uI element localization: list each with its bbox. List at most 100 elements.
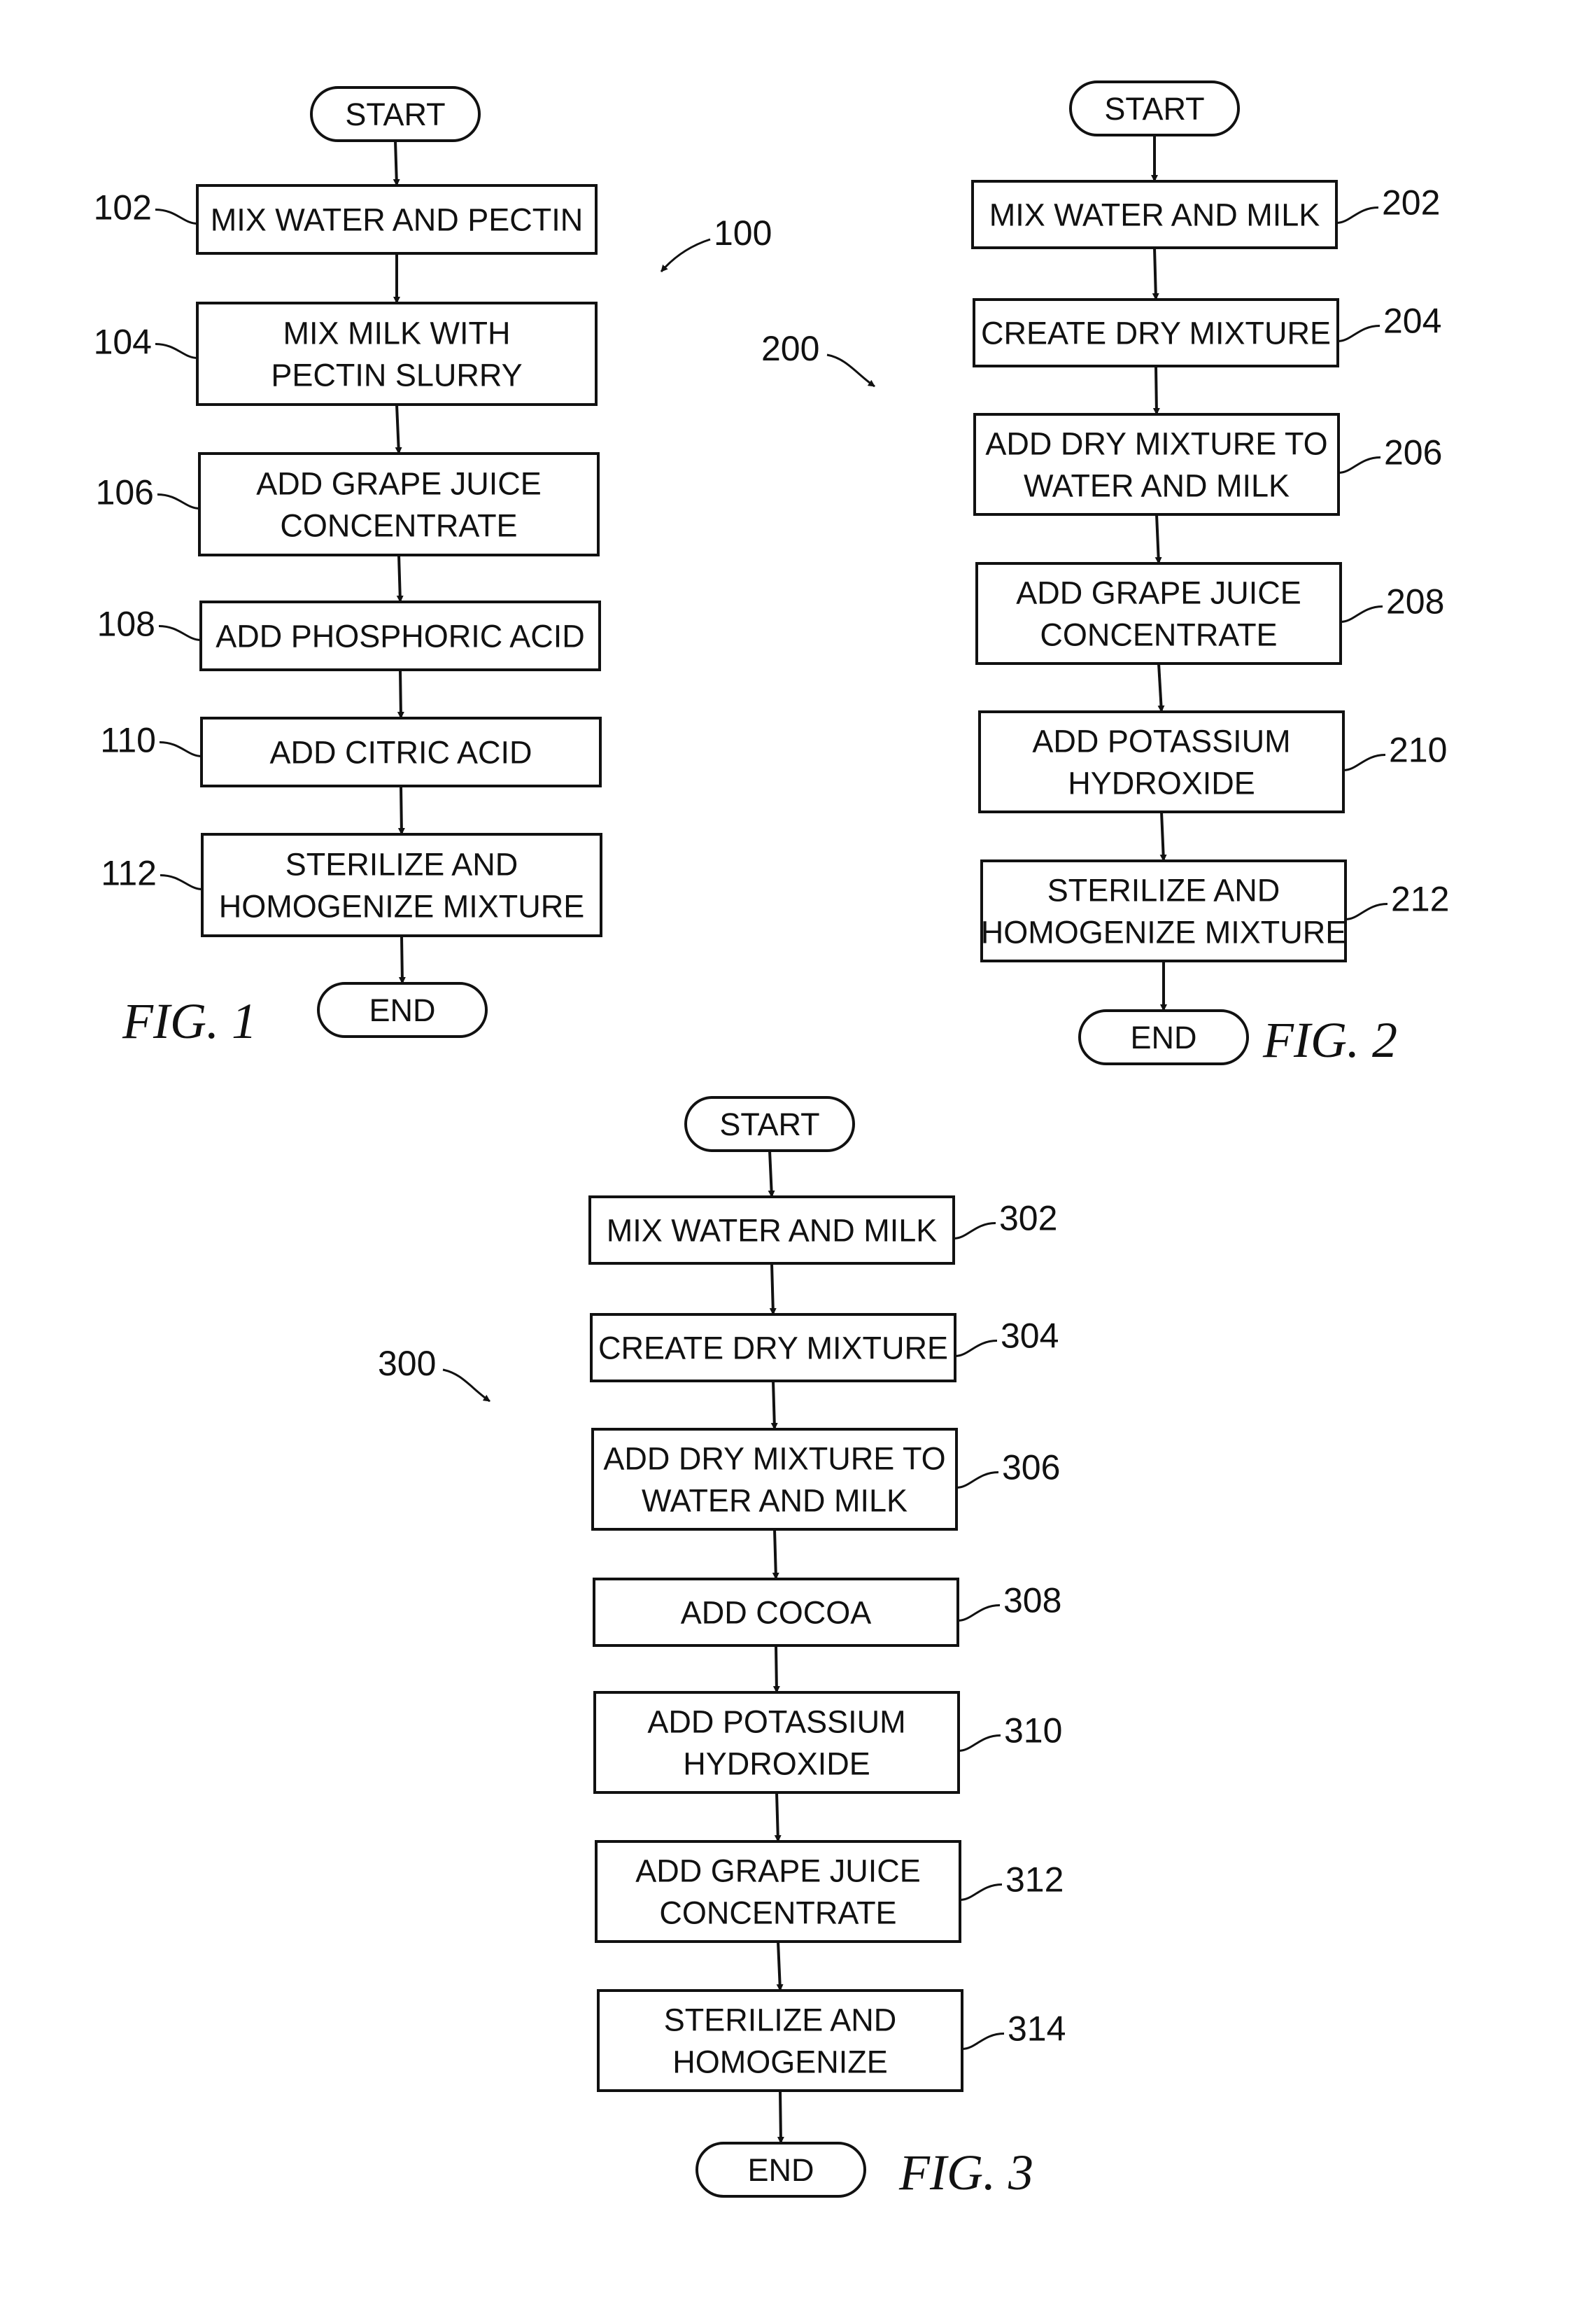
flow-arrow	[1161, 812, 1164, 861]
step-label-line: ADD GRAPE JUICE	[256, 466, 542, 502]
reference-numeral: 104	[94, 323, 152, 362]
start-terminal: START	[311, 87, 479, 141]
step-label-line: MIX MILK WITH	[283, 316, 511, 351]
process-step: ADD COCOA308	[594, 1579, 1061, 1645]
flow-arrow	[780, 2091, 781, 2143]
start-label: START	[1104, 91, 1204, 127]
fig-1-flowchart: START MIX WATER AND PECTIN 102MIX MILK WIT…	[94, 87, 772, 1049]
reference-leader	[962, 2034, 1004, 2049]
fig-2-flowchart: START MIX WATER AND MILK 202CREATE DRY MIX…	[761, 82, 1449, 1068]
step-label-line: MIX WATER AND MILK	[989, 197, 1320, 233]
step-label-line: HYDROXIDE	[683, 1746, 870, 1782]
reference-leader	[160, 876, 202, 890]
reference-leader	[155, 344, 197, 358]
figure-reference-numeral: 200	[761, 329, 819, 368]
process-step: ADD GRAPE JUICECONCENTRATE208	[977, 563, 1444, 664]
flow-arrow	[1154, 248, 1156, 300]
step-label-line: ADD COCOA	[681, 1595, 872, 1631]
step-label-line: STERILIZE AND	[285, 847, 518, 883]
flow-arrow	[397, 405, 399, 454]
process-step: STERILIZE ANDHOMOGENIZE MIXTURE212	[981, 861, 1450, 961]
start-terminal: START	[686, 1097, 854, 1151]
figure-reference-numeral: 100	[714, 213, 772, 253]
reference-leader	[1343, 755, 1385, 771]
process-step: ADD DRY MIXTURE TO WATER AND MILK 206	[975, 414, 1442, 514]
step-label-line: ADD POTASSIUM	[1032, 724, 1290, 759]
reference-numeral: 312	[1005, 1860, 1064, 1900]
figure-reference-numeral: 300	[378, 1344, 436, 1383]
step-label-line: HOMOGENIZE MIXTURE	[219, 889, 585, 925]
reference-leader	[1338, 326, 1380, 342]
reference-leader	[960, 1885, 1002, 1900]
reference-numeral: 202	[1382, 183, 1440, 223]
step-label-line: CONCENTRATE	[280, 508, 517, 544]
reference-numeral: 302	[999, 1199, 1057, 1238]
step-label-line: MIX WATER AND PECTIN	[211, 202, 584, 238]
end-label: END	[747, 2152, 814, 2188]
figure-reference-arrow	[443, 1370, 490, 1401]
reference-numeral: 112	[101, 854, 157, 893]
step-label-line: MIX WATER AND MILK	[607, 1213, 938, 1249]
reference-numeral: 206	[1384, 433, 1442, 472]
step-label-line: ADD CITRIC ACID	[269, 735, 532, 771]
reference-numeral: 310	[1004, 1711, 1062, 1750]
process-step: ADD POTASSIUM HYDROXIDE 210	[980, 712, 1447, 812]
flow-arrow	[1159, 664, 1161, 712]
step-label-line: WATER AND MILK	[642, 1483, 908, 1519]
start-terminal: START	[1071, 82, 1238, 135]
process-step: CREATE DRY MIXTURE 304	[591, 1314, 1059, 1381]
reference-leader	[1341, 607, 1383, 622]
process-step: ADD PHOSPHORIC ACID 108	[97, 602, 600, 670]
flow-arrow	[400, 670, 401, 718]
step-label-line: WATER AND MILK	[1024, 468, 1290, 504]
step-label-line: ADD DRY MIXTURE TO	[985, 426, 1327, 462]
end-terminal: END	[697, 2143, 865, 2196]
flow-arrow	[395, 141, 397, 185]
reference-numeral: 110	[100, 721, 156, 760]
flow-arrow	[773, 1381, 775, 1429]
flow-arrow	[770, 1151, 772, 1197]
reference-numeral: 108	[97, 605, 155, 644]
reference-leader	[959, 1736, 1001, 1751]
step-label-line: HOMOGENIZE	[672, 2044, 888, 2080]
reference-numeral: 208	[1386, 582, 1444, 622]
process-step: STERILIZE ANDHOMOGENIZE314	[598, 1991, 1066, 2091]
reference-leader	[954, 1223, 996, 1239]
process-step: CREATE DRY MIXTURE204	[974, 300, 1441, 366]
process-step: MIX WATER AND MILK 202	[973, 181, 1440, 248]
end-terminal: END	[318, 983, 486, 1037]
reference-leader	[958, 1606, 1000, 1621]
step-label-line: CONCENTRATE	[659, 1895, 896, 1931]
step-label-line: CONCENTRATE	[1040, 617, 1277, 653]
flow-arrow	[776, 1645, 777, 1692]
reference-numeral: 106	[96, 473, 154, 512]
reference-numeral: 102	[94, 188, 152, 227]
reference-numeral: 210	[1389, 731, 1447, 770]
flow-arrow	[777, 1792, 778, 1841]
end-label: END	[369, 992, 435, 1028]
step-label-line: ADD PHOSPHORIC ACID	[216, 619, 585, 654]
flow-arrow	[1156, 366, 1157, 414]
step-label-line: HYDROXIDE	[1068, 766, 1255, 801]
flow-arrow	[778, 1942, 780, 1991]
step-label-line: STERILIZE AND	[1047, 873, 1280, 908]
process-step: ADD POTASSIUMHYDROXIDE310	[595, 1692, 1062, 1792]
reference-numeral: 304	[1001, 1317, 1059, 1356]
reference-numeral: 212	[1391, 880, 1449, 919]
process-step: MIX WATER AND MILK 302	[590, 1197, 1057, 1263]
process-step: ADD DRY MIXTURE TOWATER AND MILK306	[593, 1429, 1060, 1529]
reference-numeral: 314	[1008, 2009, 1066, 2049]
process-step: MIX WATER AND PECTIN 102	[94, 185, 596, 253]
process-step: STERILIZE AND HOMOGENIZE MIXTURE 112	[101, 834, 601, 936]
reference-leader	[159, 626, 201, 640]
figure-caption: FIG. 3	[898, 2145, 1033, 2201]
reference-numeral: 204	[1383, 302, 1441, 341]
step-label-line: ADD GRAPE JUICE	[635, 1853, 921, 1889]
flow-arrow	[775, 1529, 776, 1579]
start-label: START	[719, 1107, 819, 1142]
step-label-line: CREATE DRY MIXTURE	[598, 1331, 948, 1366]
reference-leader	[1336, 208, 1378, 223]
process-step: ADD CITRIC ACID 110	[100, 718, 600, 786]
flow-arrow	[1157, 514, 1159, 563]
